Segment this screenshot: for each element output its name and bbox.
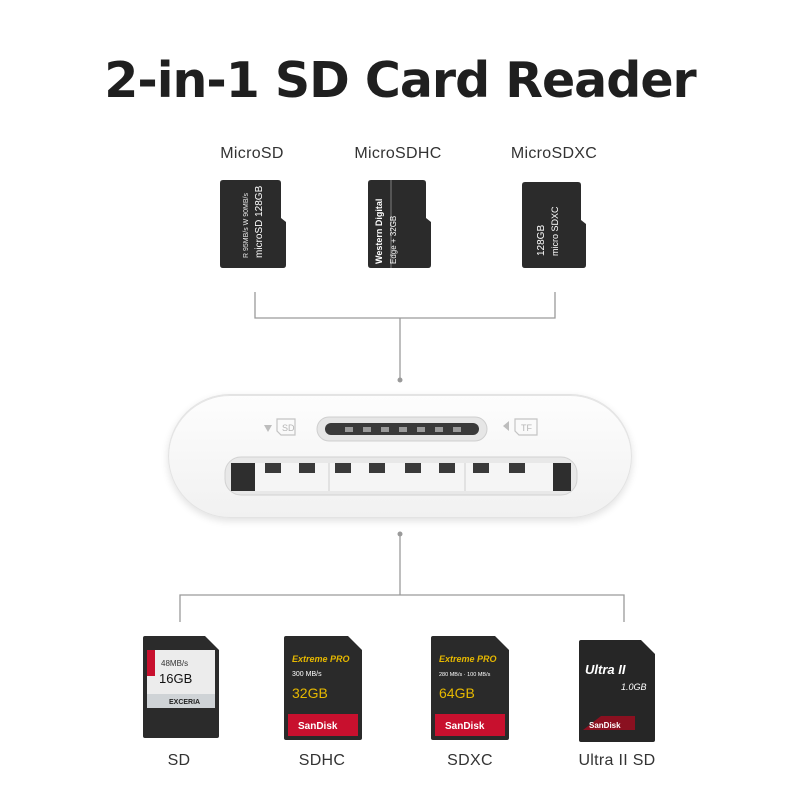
ultra-ii-series-text: Ultra II: [585, 662, 626, 677]
microsdhc-brand-text: Western Digital: [374, 199, 384, 264]
ultra-ii-capacity-text: 1.0GB: [621, 682, 647, 692]
card-reader-device: SD TF: [168, 394, 632, 518]
sd-brand-text: EXCERIA: [169, 699, 200, 706]
sdxc-series-text: Extreme PRO: [439, 654, 497, 664]
sdxc-card-image: Extreme PRO 280 MB/s · 100 MB/s 64GB San…: [431, 636, 509, 740]
ultra-ii-sd-card-image: Ultra II 1.0GB SanDisk: [579, 640, 655, 742]
microsdhc-capacity-text: Edge + 32GB: [389, 216, 398, 264]
sdhc-card-image: Extreme PRO 300 MB/s 32GB SanDisk: [284, 636, 362, 740]
sdhc-brand-text: SanDisk: [298, 721, 338, 732]
sd-arrow-icon: [264, 425, 272, 432]
sd-slot-icon: [276, 418, 296, 436]
sd-speed-text: 48MB/s: [161, 659, 188, 668]
microsd-capacity-text: microSD 128GB: [254, 185, 265, 258]
tf-slot-icon: [514, 418, 538, 436]
ultra-ii-brand-text: SanDisk: [589, 721, 621, 730]
sd-capacity-text: 16GB: [159, 671, 192, 686]
label-sd: SD: [167, 752, 191, 769]
label-sdhc: SDHC: [298, 752, 346, 769]
sdxc-capacity-text: 64GB: [439, 685, 475, 701]
sd-card-image: 48MB/s 16GB EXCERIA: [143, 636, 219, 738]
sdxc-brand-text: SanDisk: [445, 721, 485, 732]
microsdxc-card-image: 128GB micro SDXC: [522, 182, 586, 268]
microsdxc-type-text: micro SDXC: [550, 206, 560, 256]
microsdhc-card-image: Western Digital Edge + 32GB: [368, 180, 431, 268]
microsdxc-capacity-text: 128GB: [536, 225, 547, 256]
label-microsdhc: MicroSDHC: [354, 145, 442, 162]
sdxc-speed-text: 280 MB/s · 100 MB/s: [439, 672, 491, 678]
label-microsd: MicroSD: [220, 145, 284, 162]
sd-slot-label: SD: [282, 423, 295, 433]
sdhc-series-text: Extreme PRO: [292, 654, 350, 664]
sdhc-speed-text: 300 MB/s: [292, 671, 322, 678]
microsd-speed-text: R 95MB/s W 90MB/s: [243, 193, 250, 258]
label-sdxc: SDXC: [447, 752, 493, 769]
page-title: 2-in-1 SD Card Reader: [104, 52, 696, 109]
label-ultra-ii-sd: Ultra II SD: [578, 752, 656, 769]
sdhc-capacity-text: 32GB: [292, 685, 328, 701]
label-microsdxc: MicroSDXC: [510, 145, 598, 162]
microsd-card-image: R 95MB/s W 90MB/s microSD 128GB: [220, 180, 286, 268]
card-reader-slots: SD TF: [224, 416, 578, 496]
tf-slot-label: TF: [521, 423, 532, 433]
tf-arrow-icon: [503, 421, 509, 431]
